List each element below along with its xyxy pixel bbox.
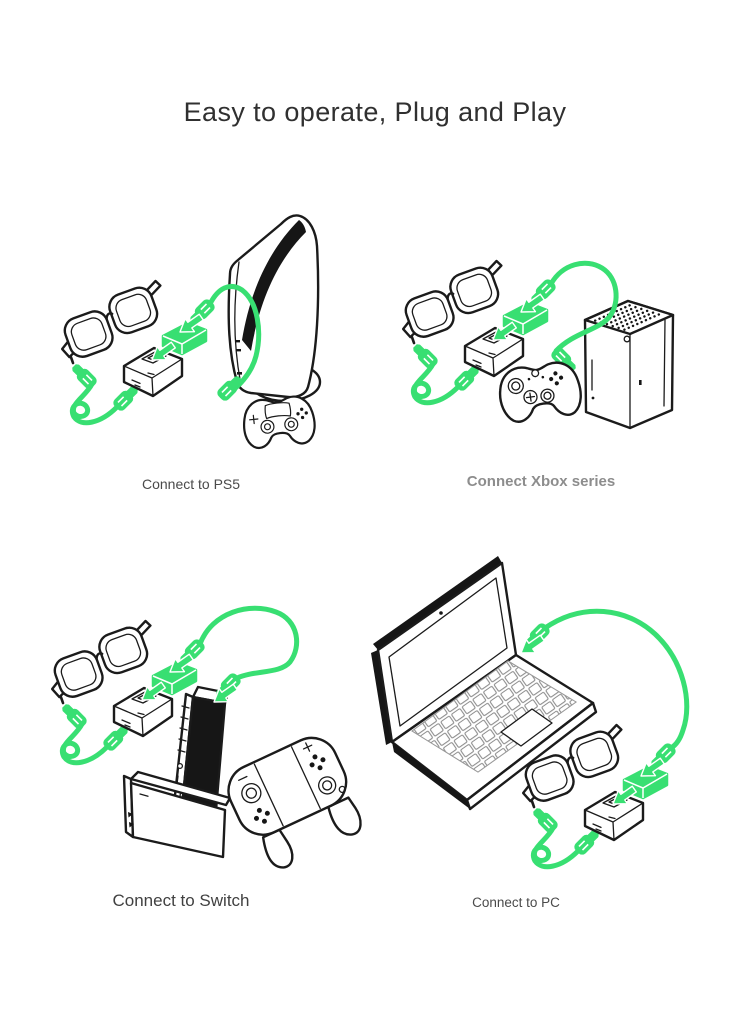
caption-xbox: Connect Xbox series	[466, 473, 616, 490]
switch-dock-console	[122, 685, 232, 859]
ps5-port	[237, 372, 242, 375]
dualsense-controller	[243, 395, 316, 450]
xbox-controller	[498, 361, 582, 423]
xbox-power-button	[623, 335, 631, 343]
switch-illustration	[52, 605, 362, 869]
webcam	[439, 611, 443, 615]
xbox-illustration	[388, 248, 675, 430]
touchpad	[500, 708, 553, 747]
page-title: Easy to operate, Plug and Play	[183, 97, 567, 127]
ps5-illustration	[60, 214, 322, 450]
caption-ps5: Connect to PS5	[141, 476, 241, 492]
caption-pc: Connect to PC	[472, 895, 560, 910]
figure-switch	[52, 596, 364, 888]
figure-pc	[355, 556, 703, 888]
console-cable	[548, 260, 619, 354]
laptop	[371, 556, 598, 811]
joycon-grip-controller	[227, 736, 362, 869]
dock-front	[129, 781, 227, 859]
laptop-cable	[542, 608, 690, 751]
ps5-console	[227, 214, 322, 403]
console-cable	[197, 605, 300, 681]
pc-illustration	[371, 556, 690, 888]
xbox-series-x-console	[583, 299, 675, 430]
figure-ps5	[60, 192, 370, 464]
console-cable	[207, 284, 262, 399]
switch-vents	[177, 705, 190, 753]
keyboard	[411, 660, 577, 773]
caption-switch: Connect to Switch	[112, 891, 250, 910]
figure-xbox	[388, 248, 688, 466]
